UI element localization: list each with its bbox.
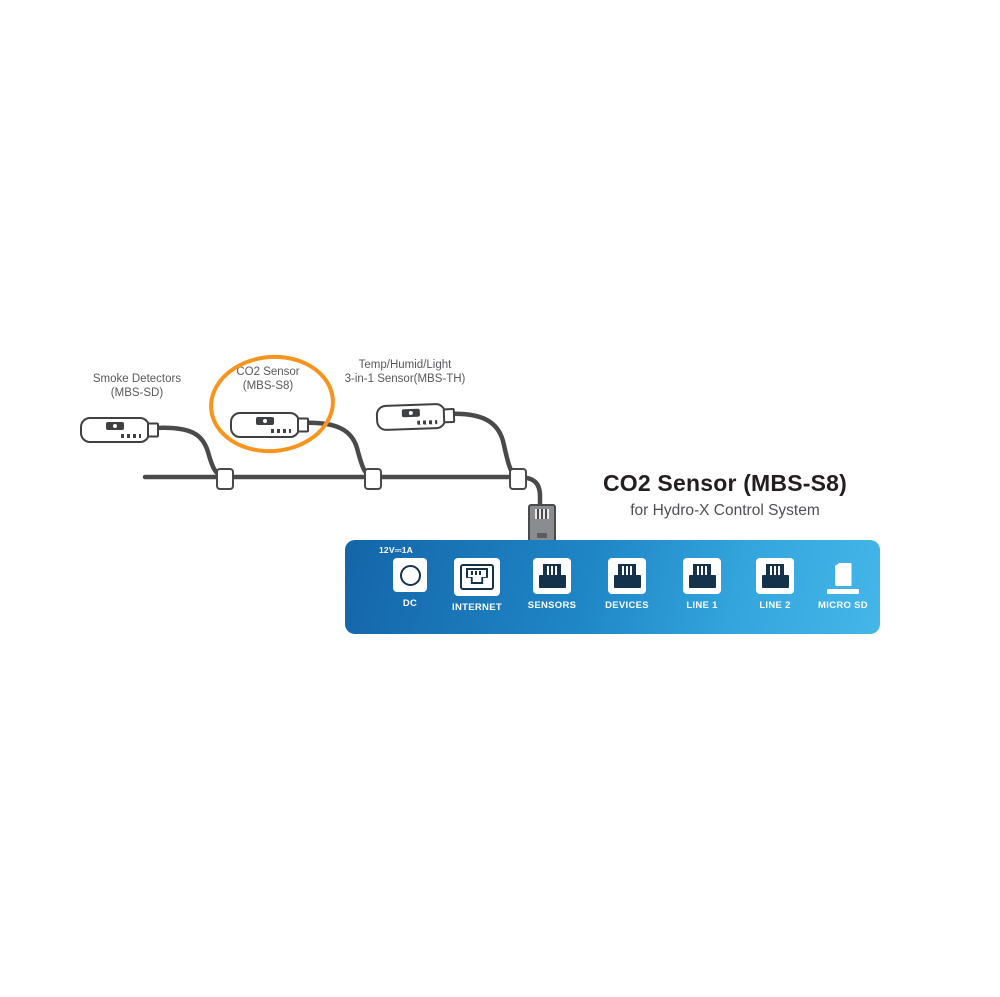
sensor-slot-icon bbox=[106, 422, 124, 430]
rj11-body-icon bbox=[688, 575, 716, 588]
ethernet-pins-icon bbox=[471, 571, 483, 575]
sd-card-icon bbox=[834, 563, 852, 586]
cable-temp bbox=[443, 411, 520, 480]
product-subtitle: for Hydro-X Control System bbox=[630, 502, 820, 519]
sensor-vents-icon bbox=[417, 420, 438, 425]
rj11-port-icon bbox=[756, 558, 794, 594]
cable-coupler bbox=[364, 468, 382, 490]
port-group-internet: INTERNET bbox=[445, 558, 509, 613]
micro-sd-icon bbox=[827, 558, 859, 594]
port-group-devices: DEVICES bbox=[595, 558, 659, 611]
port-group-sensors: SENSORS bbox=[520, 558, 584, 611]
port-label-line1: LINE 1 bbox=[686, 600, 718, 611]
product-title-block: CO2 Sensor (MBS-S8) for Hydro-X Control … bbox=[560, 470, 890, 520]
rj-plug-pins-icon bbox=[535, 509, 549, 519]
rj11-body-icon bbox=[761, 575, 789, 588]
ethernet-port-icon bbox=[454, 558, 500, 596]
rj11-body-icon bbox=[613, 575, 641, 588]
port-group-microsd: MICRO SD bbox=[811, 558, 875, 611]
sensor-vents-icon bbox=[121, 434, 141, 438]
rj11-pins-icon bbox=[766, 564, 784, 575]
port-group-dc: DC bbox=[378, 558, 442, 609]
port-label-microsd: MICRO SD bbox=[818, 600, 868, 611]
sd-slot-icon bbox=[827, 589, 859, 594]
port-label-line2: LINE 2 bbox=[759, 600, 791, 611]
sensor-connector bbox=[147, 422, 159, 438]
sensor-connector bbox=[442, 407, 456, 424]
rj11-jack-icon bbox=[613, 564, 641, 588]
rj11-port-icon bbox=[683, 558, 721, 594]
sensor-slot-icon bbox=[256, 417, 274, 425]
cable-coupler bbox=[509, 468, 527, 490]
smoke-detector-label: Smoke Detectors (MBS-SD) bbox=[92, 373, 182, 400]
dc-jack-ring-icon bbox=[399, 564, 421, 586]
port-label-sensors: SENSORS bbox=[527, 600, 577, 611]
rj-plug-connector bbox=[528, 504, 556, 542]
sensor-connector bbox=[297, 417, 309, 433]
controller-panel: DC INTERNET SENSORS bbox=[345, 540, 880, 634]
port-label-internet: INTERNET bbox=[452, 602, 502, 613]
rj11-jack-icon bbox=[761, 564, 789, 588]
rj-plug-latch-icon bbox=[537, 533, 547, 538]
temp-humid-light-label: Temp/Humid/Light 3-in-1 Sensor(MBS-TH) bbox=[344, 359, 466, 386]
co2-sensor-device bbox=[230, 412, 309, 438]
dc-rating-label: 12V⎓1A bbox=[379, 545, 413, 555]
port-label-devices: DEVICES bbox=[605, 600, 649, 611]
sensor-vents-icon bbox=[271, 429, 291, 433]
sensor-slot-icon bbox=[401, 408, 420, 418]
rj11-port-icon bbox=[608, 558, 646, 594]
port-label-dc: DC bbox=[402, 598, 418, 609]
co2-sensor-label: CO2 Sensor (MBS-S8) bbox=[236, 366, 300, 393]
rj11-pins-icon bbox=[693, 564, 711, 575]
ethernet-jack-icon bbox=[460, 564, 494, 590]
rj11-jack-icon bbox=[688, 564, 716, 588]
rj11-pins-icon bbox=[618, 564, 636, 575]
cable-co2 bbox=[297, 420, 375, 480]
rj11-pins-icon bbox=[543, 564, 561, 575]
rj11-jack-icon bbox=[538, 564, 566, 588]
cable-smoke bbox=[151, 425, 227, 480]
port-group-line2: LINE 2 bbox=[743, 558, 807, 611]
port-group-line1: LINE 1 bbox=[670, 558, 734, 611]
dc-jack-icon bbox=[393, 558, 427, 592]
cable-coupler bbox=[216, 468, 234, 490]
rj11-port-icon bbox=[533, 558, 571, 594]
temp-humid-light-device bbox=[375, 402, 456, 432]
rj11-body-icon bbox=[538, 575, 566, 588]
product-title: CO2 Sensor (MBS-S8) bbox=[602, 470, 848, 496]
smoke-detector-device bbox=[80, 417, 159, 443]
